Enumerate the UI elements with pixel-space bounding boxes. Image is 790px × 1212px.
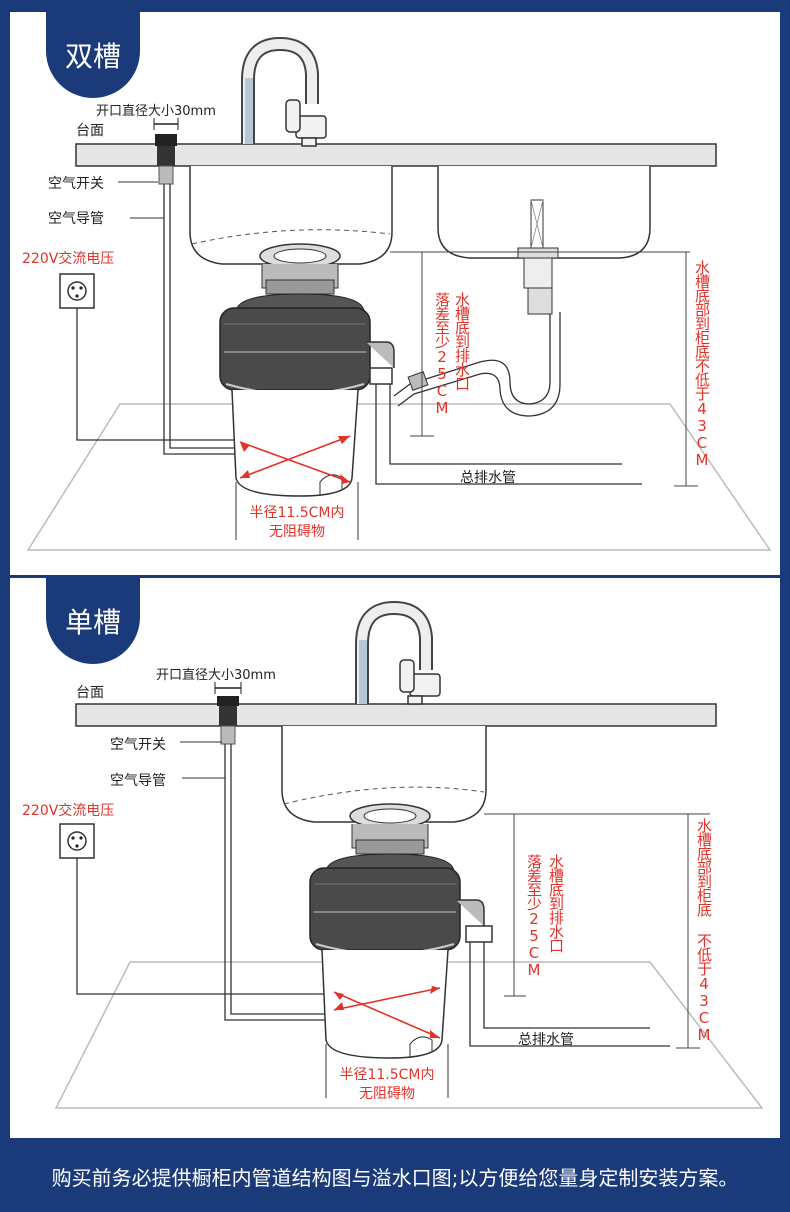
air-tube-label: 空气导管 — [110, 773, 166, 789]
water-stream — [245, 78, 253, 144]
air-tube-label: 空气导管 — [48, 211, 104, 227]
radius-label: 半径11.5CM内 — [339, 1067, 435, 1083]
main-drain-label: 总排水管 — [518, 1032, 574, 1048]
opening-diameter-label: 开口直径大小30mm — [156, 668, 276, 683]
obstruction-label: 无阻碍物 — [359, 1086, 415, 1102]
single-sink-panel: 单槽 开口直径大小30mm 台面 空气开关 空气导管 220V交流电压 落差至少… — [10, 578, 780, 1138]
power-socket-icon — [59, 823, 95, 859]
sink-to-outlet-label: 水槽底到排水口 — [453, 292, 471, 390]
panel-title-single: 单槽 — [46, 578, 140, 664]
double-sink-panel: 双槽 开口直径大小30mm 台面 空气开关 空气导管 220V交流电压 落差至少… — [10, 12, 780, 575]
faucet-icon — [241, 36, 327, 147]
air-switch-label: 空气开关 — [48, 176, 104, 192]
footer-notice: 购买前务必提供橱柜内管道结构图与溢水口图;以方便给您量身定制安装方案。 — [51, 1165, 739, 1190]
voltage-label: 220V交流电压 — [22, 803, 115, 819]
single-sink-diagram — [54, 600, 764, 1109]
obstruction-label: 无阻碍物 — [269, 524, 325, 540]
countertop — [75, 143, 717, 167]
countertop — [75, 703, 717, 727]
radius-label: 半径11.5CM内 — [249, 505, 345, 521]
air-switch-cap — [217, 696, 239, 706]
panel-title-double: 双槽 — [46, 12, 140, 98]
sink-to-cabinet-label: 水槽底部到柜底 不低于43CM — [695, 818, 713, 1043]
disposer-unit-icon — [219, 243, 395, 497]
drop-label: 落差至少25CM — [433, 292, 451, 416]
water-stream — [359, 640, 367, 704]
faucet-icon — [355, 600, 441, 705]
opening-diameter-label: 开口直径大小30mm — [96, 104, 216, 119]
disposer-unit-icon — [309, 803, 493, 1059]
countertop-label: 台面 — [76, 123, 104, 139]
countertop-label: 台面 — [76, 685, 104, 701]
air-switch-body — [158, 165, 174, 185]
air-switch-label: 空气开关 — [110, 737, 166, 753]
right-sink-bowl — [437, 166, 651, 259]
main-drain-label: 总排水管 — [460, 470, 516, 486]
drop-label: 落差至少25CM — [525, 854, 543, 978]
air-switch-cap — [155, 134, 177, 146]
air-switch-body — [220, 725, 236, 745]
sink-to-outlet-label: 水槽底到排水口 — [547, 854, 565, 952]
sink-to-cabinet-label: 水槽底部到柜底不低于43CM — [693, 260, 711, 468]
voltage-label: 220V交流电压 — [22, 251, 115, 267]
cabinet-floor — [54, 961, 764, 1109]
cabinet-floor — [26, 403, 772, 551]
double-sink-diagram — [26, 36, 772, 551]
power-socket-icon — [59, 273, 95, 309]
